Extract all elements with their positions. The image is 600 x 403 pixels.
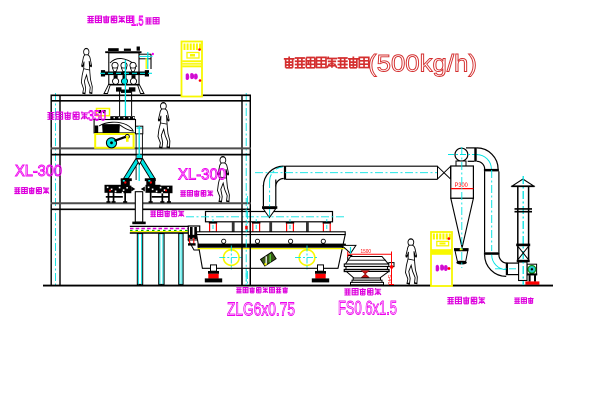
svg-text:1.5: 1.5 xyxy=(131,14,144,29)
svg-text:P300: P300 xyxy=(455,183,469,189)
svg-text:(500kg/h): (500kg/h) xyxy=(368,51,477,78)
svg-text:XL-300: XL-300 xyxy=(178,167,226,184)
svg-text:350: 350 xyxy=(88,109,106,125)
svg-text:ZLG6x0.75: ZLG6x0.75 xyxy=(227,299,295,320)
svg-text:XL-300: XL-300 xyxy=(15,163,62,180)
svg-text:FS0.6x1.5: FS0.6x1.5 xyxy=(338,299,397,320)
svg-text:540: 540 xyxy=(386,275,392,285)
svg-text:1500: 1500 xyxy=(361,249,372,255)
